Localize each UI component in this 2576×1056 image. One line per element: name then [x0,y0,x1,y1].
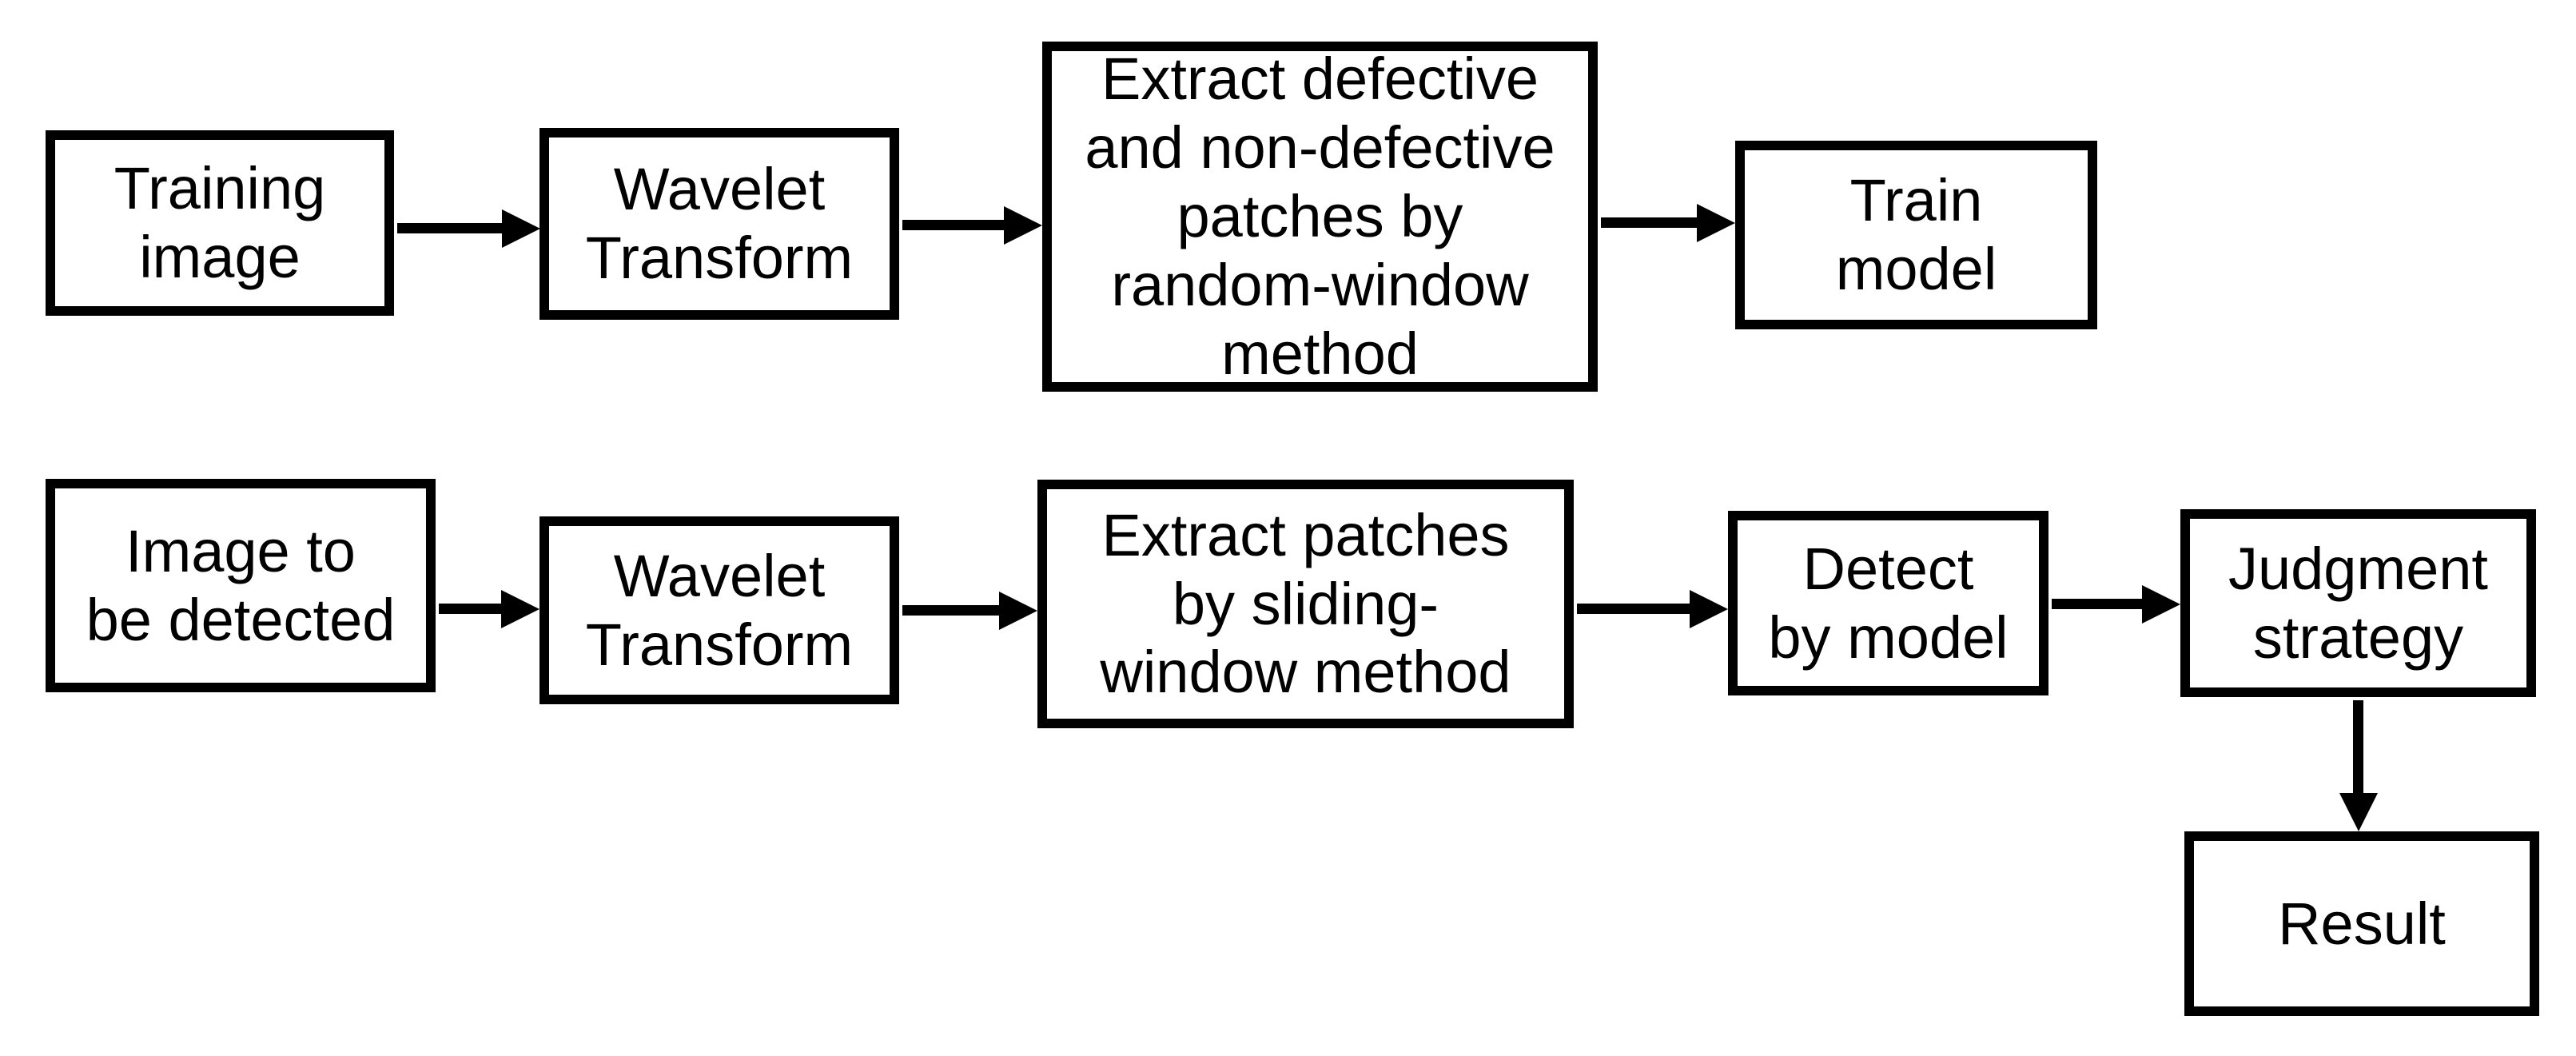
arrow-image-to-wavelet [439,604,501,614]
node-judgment-strategy-label: Judgment strategy [2228,535,2488,671]
node-image-to-be-detected: Image to be detected [46,479,436,692]
arrow-detect-to-judgment [2052,599,2142,609]
node-training-image: Training image [46,130,394,316]
node-train-model-label: Train model [1835,167,1997,302]
node-judgment-strategy: Judgment strategy [2180,509,2536,697]
node-train-model: Train model [1735,141,2097,329]
node-wavelet-transform-top-label: Wavelet Transform [585,156,854,291]
node-training-image-label: Training image [113,155,326,290]
arrow-training-image-to-wavelet [397,223,502,233]
node-extract-sliding-window: Extract patches by sliding- window metho… [1037,480,1574,728]
node-result-label: Result [2278,890,2446,957]
arrow-judgment-to-result [2353,700,2363,793]
node-wavelet-transform-bottom-label: Wavelet Transform [585,542,854,678]
arrow-wavelet-to-extract-sliding [902,605,999,616]
node-extract-sliding-window-label: Extract patches by sliding- window metho… [1100,501,1511,706]
node-wavelet-transform-top: Wavelet Transform [539,128,899,320]
arrow-wavelet-to-extract-random [902,220,1004,230]
node-result: Result [2184,831,2539,1016]
node-detect-by-model: Detect by model [1728,511,2048,695]
node-image-to-be-detected-label: Image to be detected [86,517,396,653]
node-wavelet-transform-bottom: Wavelet Transform [539,516,899,704]
node-extract-random-window: Extract defective and non-defective patc… [1042,42,1598,392]
arrow-extract-sliding-to-detect [1577,604,1690,614]
node-extract-random-window-label: Extract defective and non-defective patc… [1085,46,1555,387]
node-detect-by-model-label: Detect by model [1768,535,2009,671]
arrow-extract-random-to-train-model [1601,217,1697,228]
